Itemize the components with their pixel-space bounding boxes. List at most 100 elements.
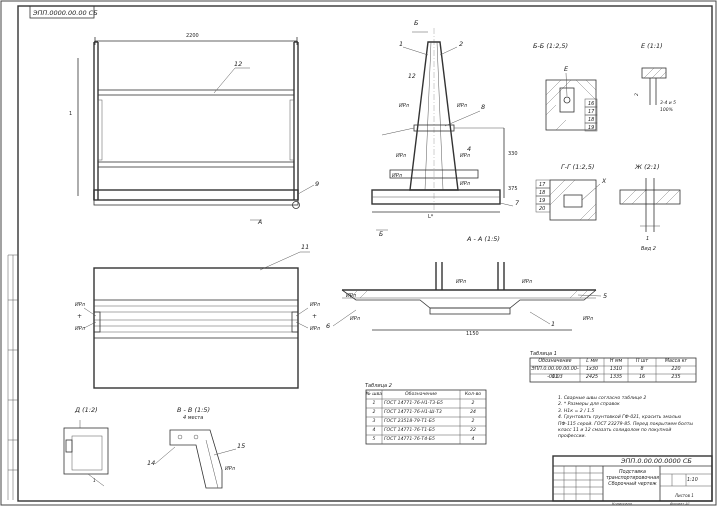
table1-cell: -01.03 — [547, 375, 563, 380]
table1-cell: 220 — [671, 367, 681, 372]
plan-label-ipr-2: ИРл — [75, 326, 86, 332]
table2-cell: 24 — [470, 410, 476, 415]
plan-mark-plus-1: + — [77, 313, 82, 320]
side-label-ipr-5: ИРл — [392, 173, 403, 179]
title-block — [552, 455, 713, 502]
table2-h-qty: Кол-во — [464, 392, 482, 397]
footer-copied: Копировал — [612, 502, 632, 506]
bb-callout-17: 17 — [588, 109, 595, 115]
table1-header-row: Обозначение L мм Н мм П шт Масса кг — [530, 358, 696, 366]
note-4: 4. Грунтовать грунтовкой ГФ-021, красить… — [558, 415, 694, 440]
table1-cell: ЭПП.0.00.00.00.00-01 — [531, 367, 579, 380]
table-row: ЭПП.0.00.00.00.00-01 1х30 1310 8 220 — [530, 366, 696, 380]
view-e-title: Е (1:1) — [641, 42, 663, 50]
plan-callout-11: 11 — [301, 243, 309, 251]
view-d-dim: 1 — [93, 478, 96, 484]
note-1: 1. Сварные швы согласно таблице 2 — [558, 396, 647, 401]
section-vv-title: В - В (1:5) — [177, 406, 210, 414]
note-3: 3. Н1к = 2 / 1.5 — [558, 408, 595, 414]
table1-grid: Обозначение L мм Н мм П шт Масса кг ЭПП.… — [530, 358, 696, 382]
note-2: 2. * Размеры для справок — [558, 402, 620, 408]
gg-callout-18: 18 — [539, 190, 545, 196]
aa-label-ipr-2: ИРл — [456, 279, 467, 285]
overall-width-dim: 2200 — [186, 33, 199, 39]
bb-callout-e: Е — [564, 65, 569, 73]
section-gg-title: Г-Г (1:2,5) — [561, 163, 594, 171]
section-aa-dim: 1150 — [466, 331, 479, 337]
side-label-ipr-1: ИРл — [399, 103, 410, 109]
aa-callout-6: 6 — [326, 322, 330, 330]
vv-label-ipr: ИРл — [225, 466, 236, 472]
side-label-ipr-6: ИРл — [460, 181, 471, 187]
table1-h-h: Н мм — [609, 359, 623, 364]
table2-cell: 3 — [372, 419, 376, 424]
front-view: 2200 1 12 9 А — [69, 33, 319, 226]
table1-cell: 1х30 — [586, 367, 598, 372]
view-d: Д (1:2) 1 — [63, 406, 109, 487]
table-row: 2 ГОСТ 14771-76-Н1-Ш-Т3 24 — [366, 408, 486, 417]
table1-cell: 2425 — [585, 375, 599, 380]
plan-label-ipr-4: ИРл — [310, 326, 321, 332]
table2-cell: ГОСТ 23518-79-Т1-Б5 — [384, 419, 435, 424]
aa-callout-1: 1 — [551, 320, 555, 328]
bb-callout-18: 18 — [588, 117, 594, 123]
title-block-name-3: Сборочный чертеж — [608, 482, 657, 487]
table2-header-row: № шва Обозначение Кол-во — [366, 390, 486, 399]
aa-label-ipr-3: ИРл — [522, 279, 533, 285]
table1-h-l: L мм — [586, 359, 598, 364]
technical-notes: 1. Сварные швы согласно таблице 2 2. * Р… — [558, 396, 698, 441]
table2-h-designation: Обозначение — [405, 392, 437, 397]
gg-callout-19: 19 — [539, 198, 545, 204]
view-e-dim-1: 2 — [634, 93, 640, 96]
side-callout-8: 8 — [481, 103, 485, 111]
view-zh-title: Ж (2:1) — [634, 163, 660, 171]
view-zh-dim-1: 1 — [646, 236, 649, 242]
vv-callout-14: 14 — [147, 459, 155, 467]
front-height-dim: 1 — [69, 111, 72, 117]
table1-cell: 1310 — [609, 367, 623, 372]
side-label-ipr-4: ИРл — [460, 153, 471, 159]
view-e-dim-2: 3-4 и 5 — [660, 100, 676, 106]
table1-h-qty: П шт — [635, 359, 649, 364]
view-e: Е (1:1) 2 3-4 и 5 100% — [634, 42, 676, 113]
table2-title: Таблица 2 — [365, 383, 392, 389]
section-aa-title: А - А (1:5) — [466, 235, 500, 243]
vv-callout-15: 15 — [237, 442, 245, 450]
table1-cell: 16 — [638, 375, 646, 380]
bb-callout-16: 16 — [588, 101, 594, 107]
title-block-name-2: транспортировочная — [605, 476, 660, 481]
section-g-g: Г-Г (1:2,5) 17 18 19 20 Х — [535, 163, 607, 221]
table1-cell: 235 — [671, 375, 681, 380]
table2-grid: № шва Обозначение Кол-во 1 ГОСТ 14771-76… — [366, 390, 486, 444]
table2-cell: ГОСТ 14771-76-Т1-Б5 — [384, 428, 435, 433]
table-row: 4 ГОСТ 14771-76-Т1-Б5 22 — [366, 426, 486, 435]
side-callout-7: 7 — [515, 199, 520, 207]
table2-cell: 2 — [471, 401, 475, 406]
section-v-v: В - В (1:5) 4 места 14 15 ИРл — [147, 406, 245, 489]
plan-mark-plus-2: + — [312, 313, 317, 320]
title-block-sheets: Листов 1 — [675, 493, 694, 498]
aa-label-ipr-5: ИРл — [583, 316, 594, 322]
view-d-title: Д (1:2) — [74, 406, 98, 414]
table-row: 1 ГОСТ 14771-76-Н1-Т3-Б5 2 — [366, 399, 486, 408]
side-label-ipr-3: ИРл — [396, 153, 407, 159]
side-view-mark-b: Б — [414, 19, 419, 27]
table2-cell: 4 — [372, 428, 376, 433]
plan-label-ipr-3: ИРл — [310, 302, 321, 308]
bb-callout-19: 19 — [588, 125, 594, 131]
table-row: 3 ГОСТ 23518-79-Т1-Б5 2 — [366, 417, 486, 426]
side-callout-2: 2 — [459, 40, 463, 48]
front-callout-9: 9 — [315, 180, 319, 188]
gg-callout-20: 20 — [539, 206, 545, 212]
side-view: 330 375 L* Б 1 2 12 ИРл ИРл 8 ИРл ИРл ИР… — [371, 19, 520, 238]
gg-callout-17: 17 — [539, 182, 546, 188]
title-block-scale: 1:10 — [687, 478, 698, 483]
gg-mark-x: Х — [601, 178, 607, 185]
side-view-mark-b2: Б — [379, 231, 383, 238]
front-callout-12: 12 — [234, 60, 242, 68]
view-e-dim-3: 100% — [660, 107, 673, 113]
table2-h-weld: № шва — [366, 392, 382, 397]
plan-view: 11 ИРл ИРл ИРл ИРл + + — [75, 243, 321, 389]
